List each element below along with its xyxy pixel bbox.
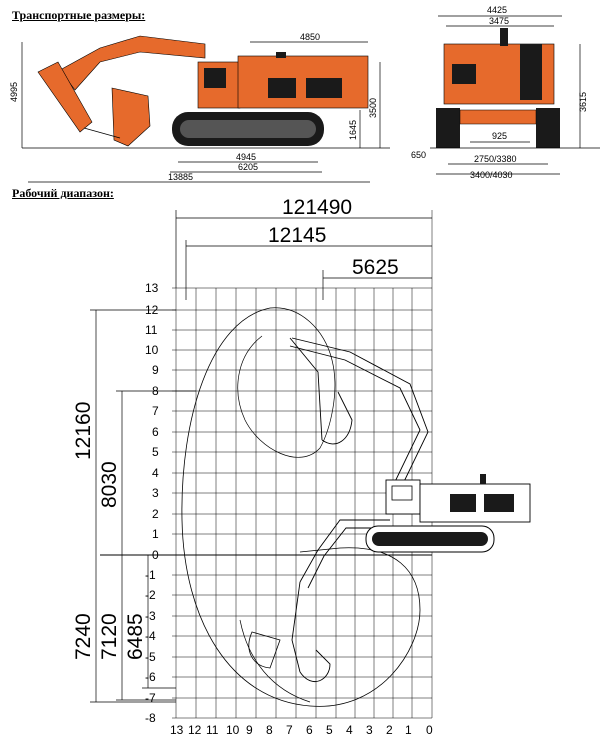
y-tick: 10 [145, 343, 159, 357]
dim-shoe-width: 650 [411, 150, 426, 160]
dim-max-dig-height: 12160 [72, 402, 95, 460]
transport-dimensions-title: Транспортные размеры: [12, 8, 146, 22]
x-tick: 13 [170, 723, 184, 737]
dim-total-height: 4995 [9, 82, 19, 102]
y-tick: -4 [145, 629, 156, 643]
y-tick: 12 [145, 303, 159, 317]
x-tick: 4 [346, 723, 353, 737]
x-tick: 10 [226, 723, 240, 737]
x-tick: 8 [266, 723, 273, 737]
y-tick: -2 [145, 588, 156, 602]
x-tick: 6 [306, 723, 313, 737]
x-tick: 11 [206, 723, 219, 737]
x-axis-ticks: 13 12 11 10 9 8 7 6 5 4 3 2 1 0 [170, 723, 433, 737]
x-tick: 3 [366, 723, 373, 737]
working-range-diagram: 121490 12145 5625 12160 8030 7240 7120 6… [72, 196, 531, 737]
x-tick: 9 [246, 723, 253, 737]
dim-cab-height: 3500 [368, 98, 378, 118]
x-tick: 2 [386, 723, 393, 737]
y-tick: -6 [145, 670, 156, 684]
y-tick: -1 [145, 568, 156, 582]
dim-ground-reach: 12145 [268, 224, 326, 247]
excavator-rear-illustration [436, 28, 560, 148]
range-grid [100, 210, 433, 719]
x-tick: 7 [286, 723, 293, 737]
dim-ground-clearance: 925 [492, 131, 507, 141]
transport-side-view: 4850 4995 3500 1645 4945 6205 13885 [9, 32, 390, 183]
dim-vertical-wall-depth: 6485 [124, 613, 147, 660]
x-tick: 12 [188, 723, 202, 737]
y-tick: 4 [152, 466, 159, 480]
dim-min-radius: 5625 [352, 256, 399, 279]
y-tick: -7 [145, 691, 156, 705]
excavator-range-illustration [248, 337, 531, 683]
working-range-title: Рабочий диапазон: [12, 186, 114, 200]
x-tick: 1 [405, 723, 412, 737]
y-axis-ticks: 13 12 11 10 9 8 7 6 5 4 3 2 1 0 -1 -2 -3… [145, 281, 159, 725]
dim-dig-depth-level: 7120 [98, 613, 121, 660]
transport-front-view: 4425 3475 3615 925 650 2750/3380 3400/40… [411, 5, 600, 180]
x-tick: 5 [326, 723, 333, 737]
y-tick: 0 [152, 548, 159, 562]
y-tick: 7 [152, 404, 159, 418]
y-tick: 8 [152, 384, 159, 398]
y-tick: 2 [152, 507, 159, 521]
y-tick: -5 [145, 650, 156, 664]
y-tick: -8 [145, 711, 156, 725]
y-tick: 3 [152, 486, 159, 500]
dim-front-width-upper: 3475 [489, 16, 509, 26]
y-tick: 13 [145, 281, 159, 295]
front-dimension-lines [430, 15, 600, 175]
working-envelope [181, 307, 421, 707]
x-tick: 0 [426, 723, 433, 737]
y-tick: 5 [152, 445, 159, 459]
y-tick: 6 [152, 425, 159, 439]
excavator-side-illustration [37, 35, 369, 147]
dim-front-height: 3615 [578, 92, 588, 112]
dim-front-width-total: 4425 [487, 5, 507, 15]
y-tick: 9 [152, 363, 159, 377]
y-tick: 1 [152, 527, 159, 541]
left-dimension-lines [90, 309, 196, 703]
dim-overall-length: 13885 [168, 172, 193, 182]
dim-track-width: 3400/4030 [470, 170, 513, 180]
dim-track-total: 6205 [238, 162, 258, 172]
dim-upper-length: 4850 [300, 32, 320, 42]
y-tick: 11 [145, 323, 158, 337]
side-dimension-lines [21, 41, 390, 183]
dim-max-reach: 121490 [282, 196, 352, 219]
y-tick: -3 [145, 609, 156, 623]
dim-gauge: 2750/3380 [474, 154, 517, 164]
dim-max-dig-depth: 7240 [72, 613, 95, 660]
dim-track-length: 4945 [236, 152, 256, 162]
top-dimension-lines [175, 210, 432, 300]
dim-clearance: 1645 [348, 120, 358, 140]
dim-max-dump-height: 8030 [98, 461, 121, 508]
